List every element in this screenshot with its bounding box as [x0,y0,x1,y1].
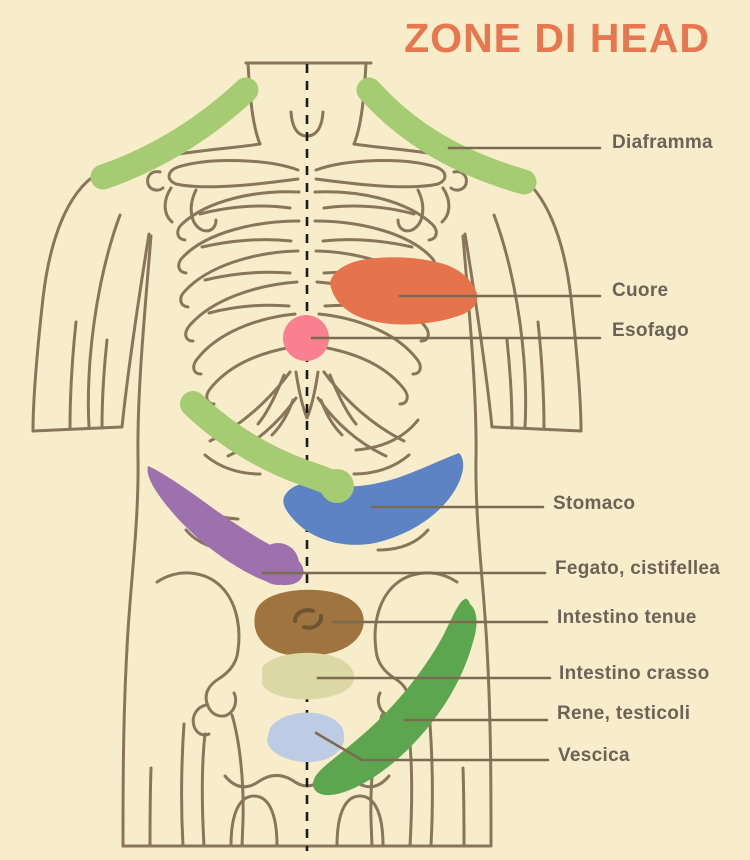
zone-intestino-tenue [254,589,364,657]
scapula-squiggle [163,186,174,224]
cartilage-line [256,373,286,426]
leader-vescica [314,731,550,762]
leader-lines [261,146,602,762]
label-rene: Rene, testicoli [557,703,691,724]
zone-diaframma-right [356,77,537,195]
arm-fold-line [68,320,78,431]
arm-fold-line [100,338,109,430]
zone-diaframma-left [90,77,259,190]
zone-pancreas-band [180,391,354,503]
small-intestine-squiggle-icon [293,608,324,630]
label-esofago: Esofago [612,320,690,341]
cartilage-line [270,398,295,437]
rib-line [184,280,299,343]
zone-cuore [330,257,478,325]
iliac-crest-line [155,571,241,652]
page-title: ZONE DI HEAD [404,15,710,61]
referral-zones [90,77,537,796]
humerus-line [86,213,122,429]
label-diaframma: Diaframma [612,132,713,153]
torso-side-line [121,234,153,848]
groin-line [148,766,153,848]
label-vescica: Vescica [558,745,630,766]
rib-weave-line [200,238,293,249]
rib-line [205,345,294,406]
zone-rene [312,598,477,796]
thigh-line [200,732,207,848]
label-stomaco: Stomaco [553,493,636,514]
label-cuore: Cuore [612,280,669,301]
floating-rib-line [203,453,262,476]
xiphoid-line [294,370,320,420]
rib-weave-line [198,204,292,216]
zone-esofago [283,315,329,361]
label-intestino-tenue: Intestino tenue [557,607,697,628]
zone-vescica [267,712,345,763]
groin-line [180,722,186,848]
rib-line [192,312,297,376]
arm-cut-line [31,425,123,433]
zone-fegato [147,466,304,586]
rib-weave-line [203,270,292,282]
cartilage-line [328,373,358,426]
clavicle-bone [167,159,300,189]
thigh-arch [229,794,279,848]
cartilage-line [319,398,344,437]
neck-line [246,61,262,146]
rib-line [177,219,301,275]
rib-line [179,249,300,309]
hip-joint-squiggle [191,703,211,737]
label-fegato: Fegato, cistifellea [555,558,721,579]
zone-stomaco [283,453,464,545]
label-intestino-crasso: Intestino crasso [559,663,710,684]
hip-joint-squiggle [204,648,240,718]
arm-inner-line [120,232,151,429]
scapula-squiggle [189,188,218,233]
rib-weave-line [207,303,291,315]
acromion-knob [146,170,165,192]
rib-line [176,190,301,242]
arm-outer-line [31,172,99,433]
zone-intestino-crasso [262,652,355,700]
femur-line [230,713,245,848]
